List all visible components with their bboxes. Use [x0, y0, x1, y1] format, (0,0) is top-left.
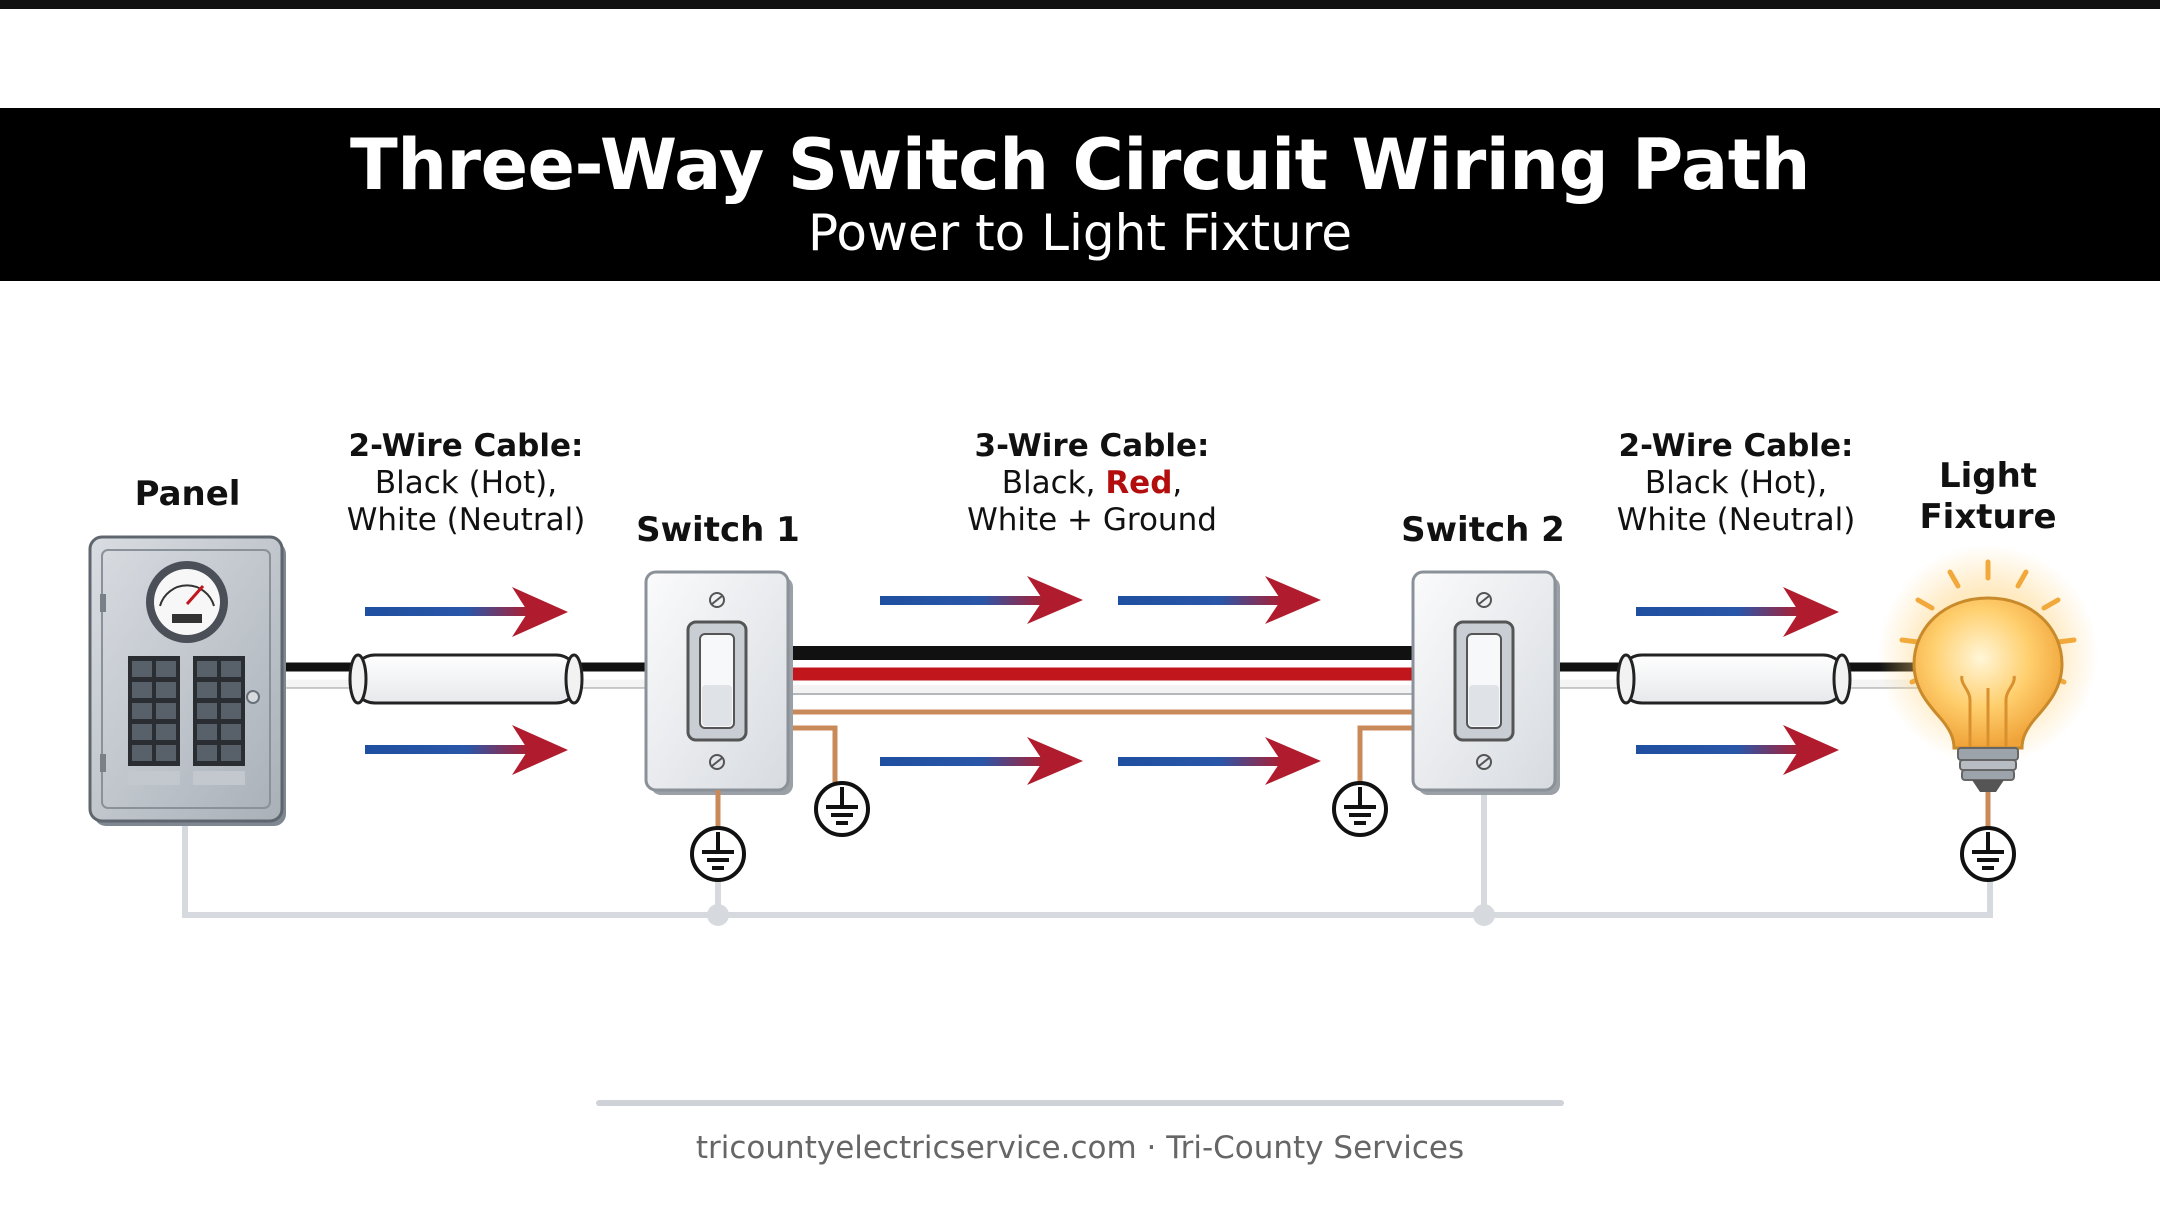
left-cable-label: 2-Wire Cable: Black (Hot), White (Neutra…	[316, 428, 616, 540]
light-fixture-label-line2: Fixture	[1919, 496, 2057, 537]
ground-icon-cable-right	[1332, 781, 1388, 837]
footer-credit: tricountyelectricservice.com · Tri-Count…	[695, 1130, 1465, 1166]
switch1-icon	[644, 570, 793, 834]
middle-cable	[785, 646, 1415, 790]
arrow-mid2-bottom	[1118, 737, 1321, 785]
right-cable-line1: Black (Hot),	[1644, 465, 1828, 502]
light-fixture-label: Light Fixture	[1898, 456, 2078, 538]
flow-arrows	[365, 576, 1839, 785]
left-cable-line2: White (Neutral)	[346, 502, 586, 539]
arrow-left-top	[365, 587, 568, 637]
panel-label: Panel	[134, 474, 241, 514]
middle-cable-line1: Black, Red,	[942, 465, 1242, 502]
switch2-icon	[1411, 570, 1560, 795]
right-cable-title: 2-Wire Cable:	[1618, 428, 1854, 464]
arrow-right-bottom	[1636, 725, 1839, 775]
right-cable-label: 2-Wire Cable: Black (Hot), White (Neutra…	[1586, 428, 1886, 540]
ground-icon-switch1	[690, 826, 746, 882]
middle-cable-label: 3-Wire Cable: Black, Red, White + Ground	[942, 428, 1242, 540]
footer-divider	[596, 1100, 1564, 1106]
left-cable-line1: Black (Hot),	[374, 465, 558, 502]
arrow-right-top	[1636, 587, 1839, 637]
arrow-mid2-top	[1118, 576, 1321, 624]
top-rule	[0, 0, 2160, 9]
switch1-label: Switch 1	[636, 510, 800, 550]
right-cable-line2: White (Neutral)	[1616, 502, 1856, 539]
middle-cable-red: Red	[1105, 465, 1173, 502]
arrow-mid1-bottom	[880, 737, 1083, 785]
arrow-mid1-top	[880, 576, 1083, 624]
arrow-left-bottom	[365, 725, 568, 775]
title-banner: Three-Way Switch Circuit Wiring Path Pow…	[0, 108, 2160, 281]
page-title: Three-Way Switch Circuit Wiring Path	[349, 124, 1811, 206]
light-fixture-label-line1: Light	[1938, 456, 2038, 496]
middle-cable-comma: ,	[1172, 465, 1183, 502]
panel-icon	[88, 535, 286, 826]
ground-bond-line	[182, 795, 1993, 926]
middle-cable-title: 3-Wire Cable:	[974, 428, 1210, 464]
ground-icon-cable-left	[814, 781, 870, 837]
page-subtitle: Power to Light Fixture	[808, 204, 1352, 262]
right-cable	[1555, 653, 1935, 705]
left-cable	[280, 653, 655, 705]
middle-cable-black: Black,	[1001, 465, 1106, 502]
light-bulb-icon	[1878, 545, 2098, 832]
ground-icon-light	[1960, 826, 2016, 882]
left-cable-title: 2-Wire Cable:	[348, 428, 584, 464]
middle-cable-line2: White + Ground	[967, 502, 1217, 539]
switch2-label: Switch 2	[1401, 510, 1565, 550]
